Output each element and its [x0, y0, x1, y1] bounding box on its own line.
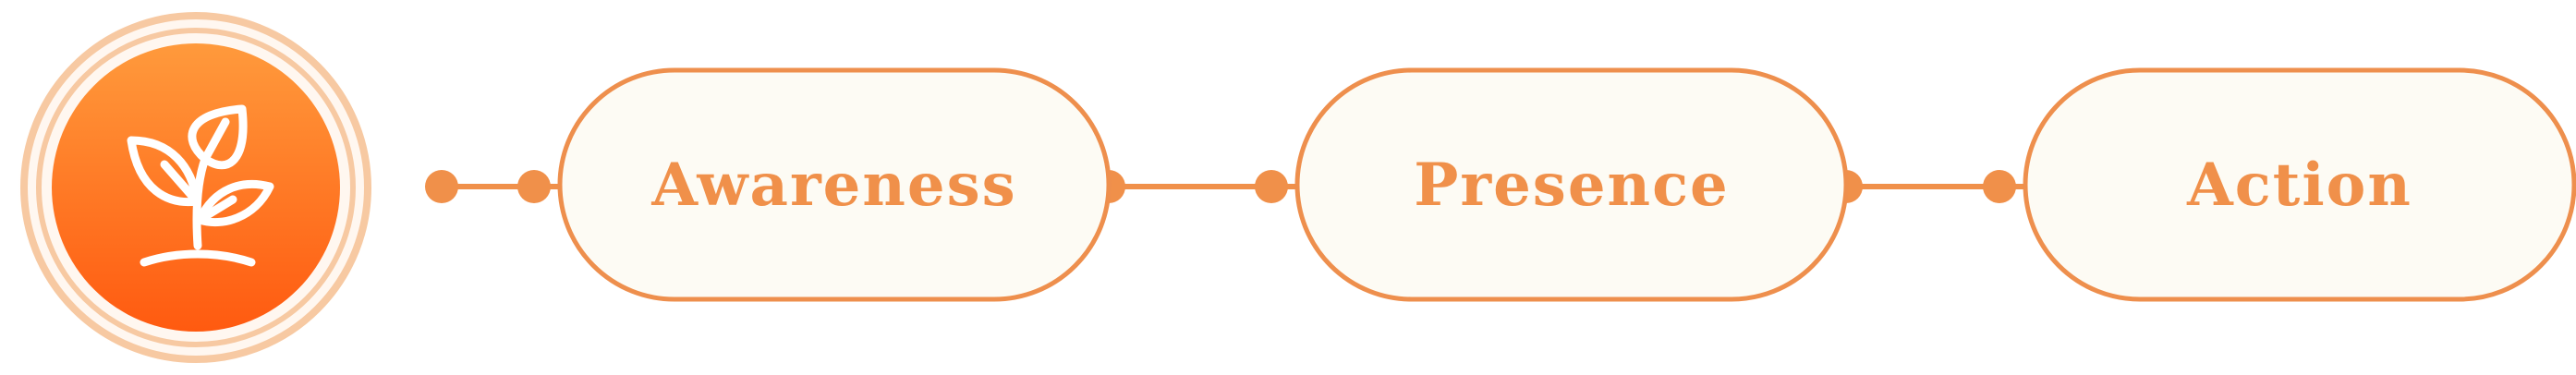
- stage-presence: Presence: [1294, 67, 1849, 302]
- stage-label: Awareness: [650, 151, 1016, 220]
- connector-dot-end: [517, 170, 551, 203]
- stage-pill: [2023, 67, 2576, 302]
- stage-action: Action: [2023, 67, 2576, 302]
- stages: Awareness Presence Action: [557, 67, 2576, 302]
- stage-label: Action: [2186, 151, 2412, 220]
- stage-pill: [557, 67, 1112, 302]
- sprout-badge: [15, 6, 377, 369]
- connectors: [425, 170, 2025, 203]
- stage-label: Presence: [1414, 151, 1730, 220]
- connector-dot-end: [1983, 170, 2016, 203]
- stage-awareness: Awareness: [557, 67, 1112, 302]
- badge-inner-ring: [36, 28, 356, 347]
- stage-pill: [1294, 67, 1849, 302]
- connector-dot-end: [1255, 170, 1288, 203]
- connector-dot-start: [425, 170, 458, 203]
- sprout-icon: [127, 104, 274, 267]
